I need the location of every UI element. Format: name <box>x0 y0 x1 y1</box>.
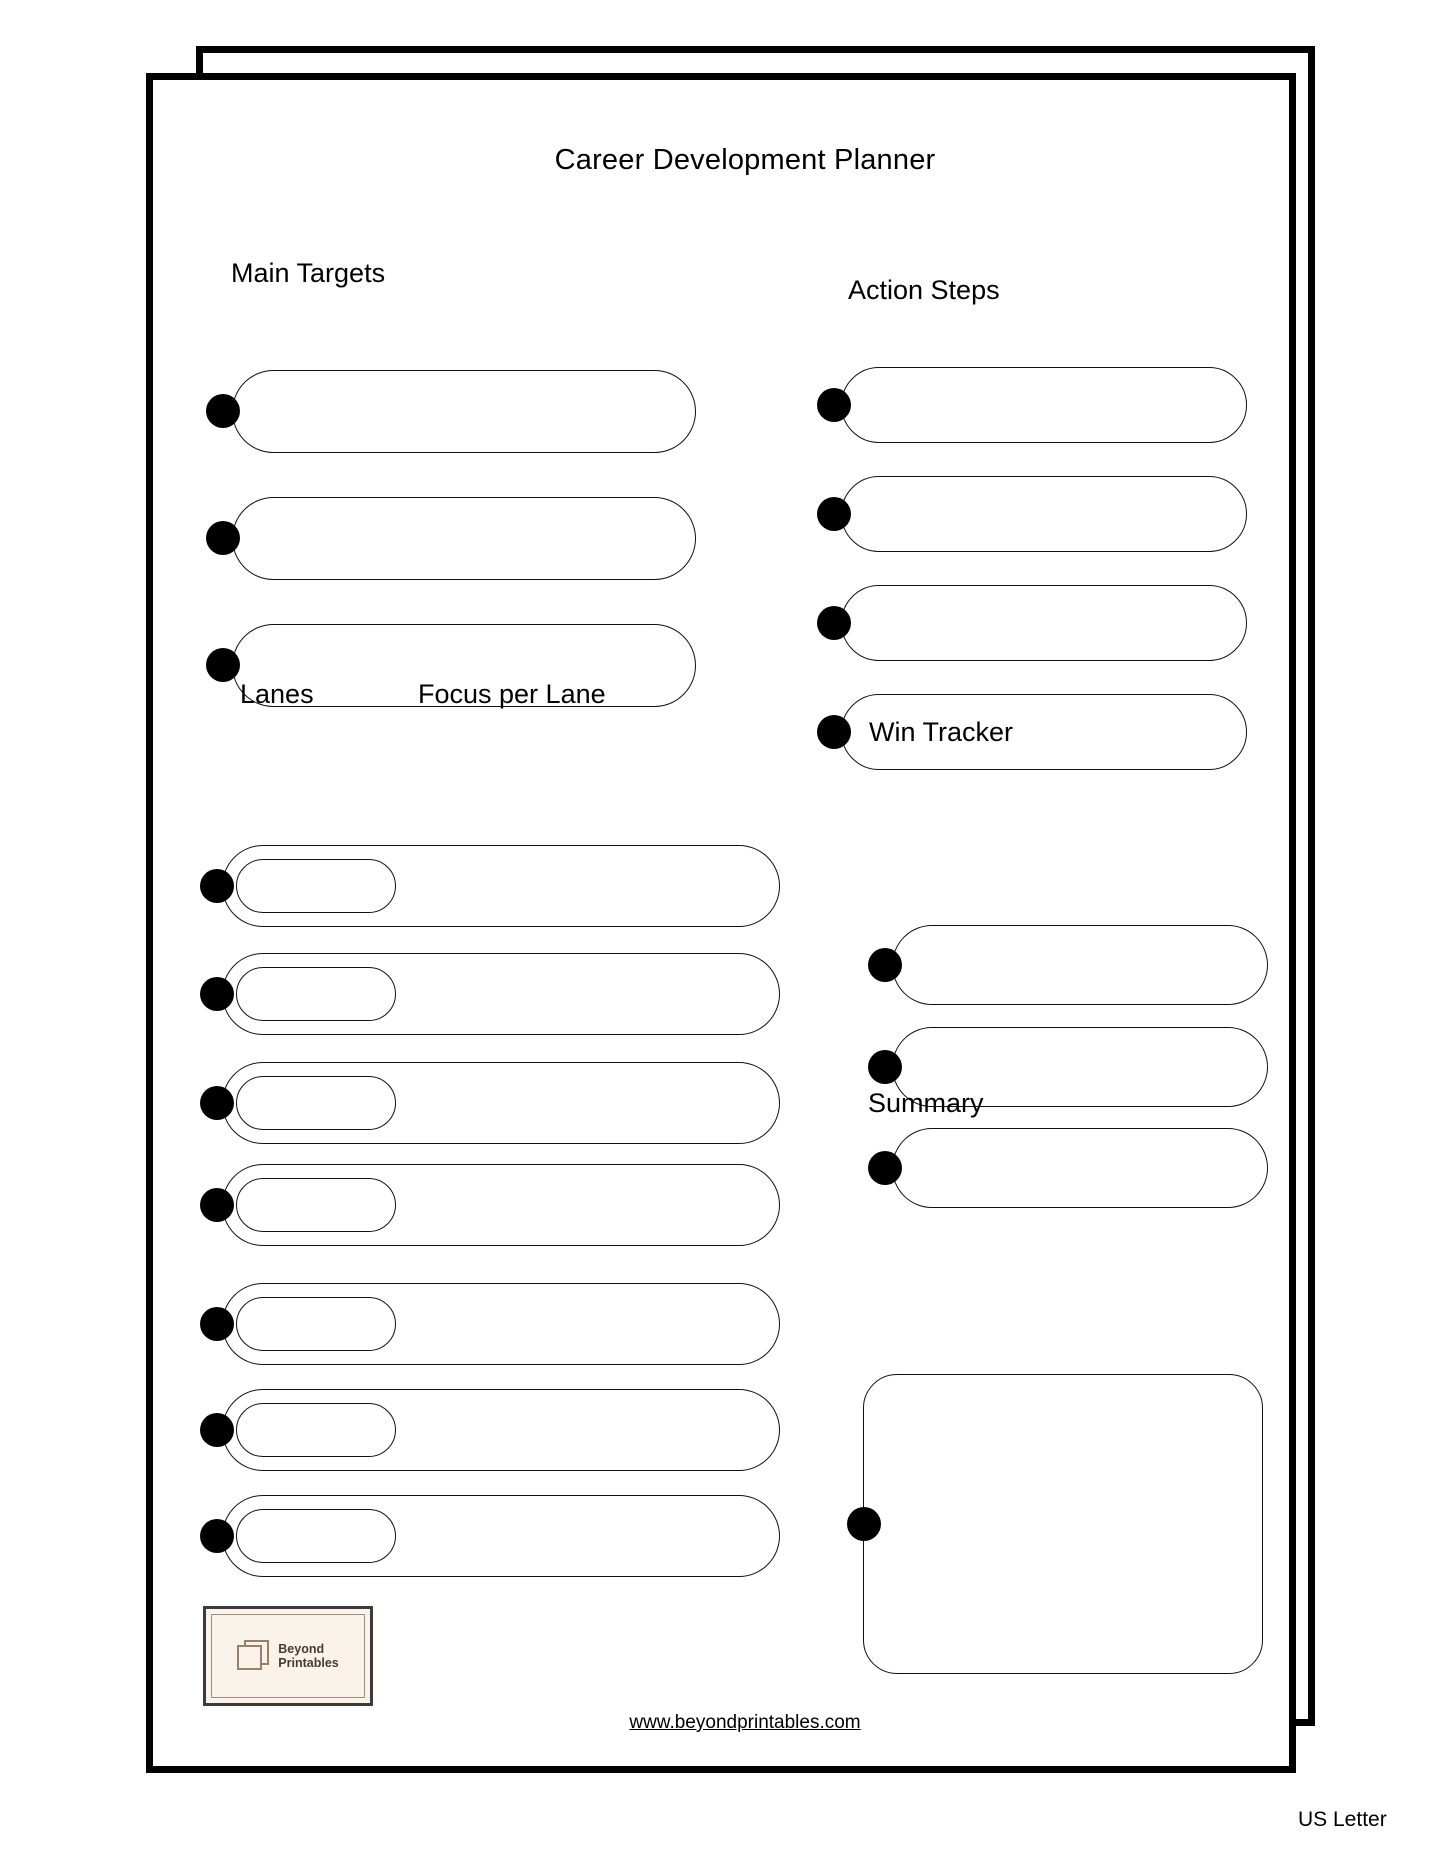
action-steps-field-2[interactable] <box>817 476 1247 552</box>
bullet-dot-icon <box>206 394 240 428</box>
win-tracker-field-2[interactable] <box>868 1027 1268 1107</box>
main-targets-field-2[interactable] <box>206 497 696 580</box>
bullet-dot-icon <box>200 1413 234 1447</box>
main-targets-input-1[interactable] <box>232 370 696 453</box>
brand-wordmark-line-1: Beyond <box>278 1642 325 1656</box>
page-title: Career Development Planner <box>554 144 936 176</box>
action-steps-input-3[interactable] <box>841 585 1247 661</box>
brand-logo-card: Beyond Printables <box>203 1606 373 1706</box>
win-tracker-input-3[interactable] <box>892 1128 1268 1208</box>
lane-name-input-2[interactable] <box>236 967 396 1021</box>
lane-row-2[interactable] <box>200 953 780 1035</box>
lane-row-1[interactable] <box>200 845 780 927</box>
section-heading-main-targets: Main Targets <box>231 258 386 288</box>
lane-name-input-3[interactable] <box>236 1076 396 1130</box>
main-targets-field-1[interactable] <box>206 370 696 453</box>
main-targets-field-3[interactable] <box>206 624 696 707</box>
bullet-dot-icon <box>200 1307 234 1341</box>
action-steps-field-4[interactable] <box>817 694 1247 770</box>
lane-row-5[interactable] <box>200 1283 780 1365</box>
section-heading-win-tracker: Win Tracker <box>869 717 1014 747</box>
bullet-dot-icon <box>868 1151 902 1185</box>
lane-row-6[interactable] <box>200 1389 780 1471</box>
action-steps-field-1[interactable] <box>817 367 1247 443</box>
bullet-dot-icon <box>817 388 851 422</box>
lane-name-input-6[interactable] <box>236 1403 396 1457</box>
lane-row-7[interactable] <box>200 1495 780 1577</box>
lane-name-input-5[interactable] <box>236 1297 396 1351</box>
win-tracker-input-1[interactable] <box>892 925 1268 1005</box>
stacked-pages-icon <box>237 1640 271 1672</box>
lane-row-4[interactable] <box>200 1164 780 1246</box>
section-heading-summary: Summary <box>868 1088 984 1118</box>
win-tracker-field-3[interactable] <box>868 1128 1268 1208</box>
lane-name-input-7[interactable] <box>236 1509 396 1563</box>
website-link[interactable]: www.beyondprintables.com <box>629 1712 861 1733</box>
bullet-dot-icon <box>868 948 902 982</box>
action-steps-input-2[interactable] <box>841 476 1247 552</box>
bullet-dot-icon <box>206 648 240 682</box>
bullet-dot-icon <box>200 1086 234 1120</box>
section-heading-lanes: Lanes <box>240 679 314 709</box>
lane-name-input-4[interactable] <box>236 1178 396 1232</box>
lane-name-input-1[interactable] <box>236 859 396 913</box>
action-steps-field-3[interactable] <box>817 585 1247 661</box>
brand-logo-row: Beyond Printables <box>237 1640 339 1672</box>
summary-input[interactable] <box>863 1374 1263 1674</box>
brand-wordmark-line-2: Printables <box>278 1656 339 1670</box>
section-heading-focus-per-lane: Focus per Lane <box>418 679 606 709</box>
bullet-dot-icon <box>817 606 851 640</box>
brand-logo-inner-frame: Beyond Printables <box>211 1614 365 1698</box>
bullet-dot-icon <box>206 521 240 555</box>
bullet-dot-icon <box>200 1519 234 1553</box>
brand-wordmark: Beyond Printables <box>278 1642 338 1670</box>
paper-size-label: US Letter <box>1298 1808 1387 1831</box>
lane-row-3[interactable] <box>200 1062 780 1144</box>
bullet-dot-icon <box>200 1188 234 1222</box>
bullet-dot-icon <box>868 1050 902 1084</box>
bullet-dot-icon <box>847 1507 881 1541</box>
action-steps-input-1[interactable] <box>841 367 1247 443</box>
bullet-dot-icon <box>200 977 234 1011</box>
bullet-dot-icon <box>200 869 234 903</box>
bullet-dot-icon <box>817 715 851 749</box>
win-tracker-field-1[interactable] <box>868 925 1268 1005</box>
section-heading-action-steps: Action Steps <box>848 275 1000 305</box>
main-targets-input-2[interactable] <box>232 497 696 580</box>
stacked-pages-icon-front-square <box>237 1645 263 1670</box>
bullet-dot-icon <box>817 497 851 531</box>
win-tracker-input-2[interactable] <box>892 1027 1268 1107</box>
main-targets-input-3[interactable] <box>232 624 696 707</box>
action-steps-input-4[interactable] <box>841 694 1247 770</box>
